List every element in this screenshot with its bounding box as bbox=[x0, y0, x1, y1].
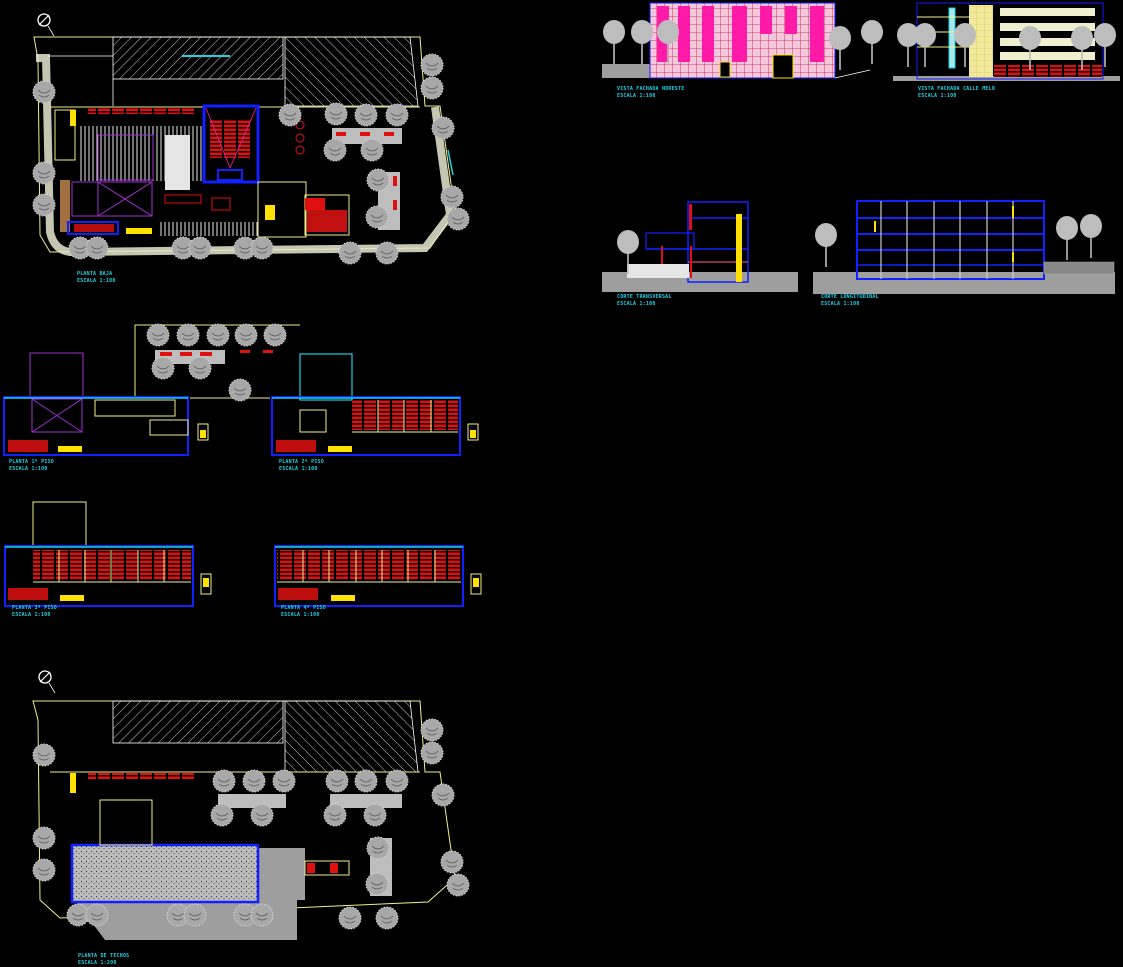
drawing-title: VISTA FACHADA CALLE MELO bbox=[918, 86, 996, 92]
drawing-scale: ESCALA 1:100 bbox=[617, 301, 656, 307]
drawing-scale: ESCALA 1:100 bbox=[77, 278, 116, 284]
planta-3-drawing bbox=[4, 501, 212, 607]
drawing-title: CORTE LONGITUDINAL bbox=[821, 294, 879, 300]
drawing-scale: ESCALA 1:100 bbox=[281, 612, 320, 618]
planta-2-drawing bbox=[271, 353, 479, 456]
planta-baja-drawing bbox=[32, 13, 470, 265]
drawing-scale: ESCALA 1:100 bbox=[279, 466, 318, 472]
drawing-scale: ESCALA 1:100 bbox=[9, 466, 48, 472]
drawing-scale: ESCALA 1:200 bbox=[78, 960, 117, 966]
drawing-title: PLANTA 1º PISO bbox=[9, 459, 54, 465]
corte-transversal-drawing bbox=[602, 201, 798, 292]
planta-techos-drawing bbox=[32, 670, 470, 940]
planta-4-drawing bbox=[274, 545, 482, 607]
drawing-title: PLANTA BAJA bbox=[77, 271, 113, 277]
drawing-title: CORTE TRANSVERSAL bbox=[617, 294, 672, 300]
drawing-title: VISTA FACHADA NORESTE bbox=[617, 86, 685, 92]
vista-calle-drawing bbox=[893, 2, 1120, 81]
vista-noreste-drawing bbox=[602, 2, 884, 79]
planta-1-drawing bbox=[3, 323, 300, 456]
drawing-scale: ESCALA 1:100 bbox=[918, 93, 957, 99]
drawing-scale: ESCALA 1:100 bbox=[12, 612, 51, 618]
corte-longitudinal-drawing bbox=[813, 200, 1115, 294]
drawing-scale: ESCALA 1:100 bbox=[821, 301, 860, 307]
drawing-title: PLANTA 3º PISO bbox=[12, 605, 57, 611]
drawing-title: PLANTA DE TECHOS bbox=[78, 953, 130, 959]
drawing-title: PLANTA 2º PISO bbox=[279, 459, 324, 465]
drawing-scale: ESCALA 1:100 bbox=[617, 93, 656, 99]
drawing-title: PLANTA 4º PISO bbox=[281, 605, 326, 611]
